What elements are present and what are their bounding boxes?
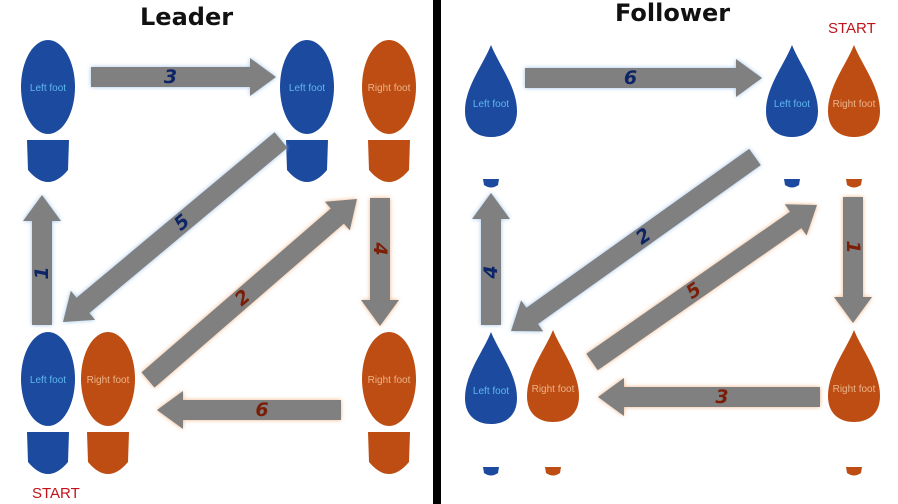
follower-step-6-arrow: 6: [525, 59, 762, 97]
leader-right-foot-bottom-middle-label: Right foot: [87, 375, 130, 386]
leader-left-foot-top-middle: Left foot: [280, 40, 334, 182]
follower-heel-mark-2: [784, 179, 800, 188]
leader-step-3-arrow: 3: [91, 58, 276, 96]
follower-heel-mark-6: [846, 467, 862, 476]
follower-step-6-arrow-shape: [525, 59, 762, 97]
leader-right-foot-top-right-sole: [362, 40, 416, 134]
follower-step-4-arrow-number: 4: [480, 265, 502, 279]
leader-left-foot-top-middle-heel: [286, 140, 328, 182]
leader-left-foot-top-left-heel: [27, 140, 69, 182]
follower-step-3-arrow-number: 3: [715, 386, 728, 408]
leader-left-foot-top-left-label: Left foot: [30, 83, 66, 94]
follower-right-foot-bottom-middle: Right foot: [527, 330, 579, 422]
follower-heel-mark-4: [483, 467, 499, 476]
follower-heel-mark-5: [545, 467, 561, 476]
leader-left-foot-top-middle-label: Left foot: [289, 83, 325, 94]
leader-left-foot-top-middle-sole: [280, 40, 334, 134]
leader-left-foot-top-left: Left foot: [21, 40, 75, 182]
leader-step-1-arrow-shape: [23, 195, 61, 325]
follower-right-foot-top-right: Right foot: [828, 45, 880, 137]
follower-left-foot-bottom-left-toe: [465, 332, 517, 424]
leader-step-3-arrow-shape: [91, 58, 276, 96]
follower-step-4-arrow-shape: [472, 193, 510, 325]
leader-title: Leader: [140, 3, 234, 31]
follower-right-foot-top-right-label: Right foot: [833, 99, 876, 110]
follower-start-label: START: [828, 20, 876, 37]
leader-step-5-arrow-shape: [63, 132, 288, 322]
leader-left-foot-bottom-left: Left foot: [21, 332, 75, 474]
leader-left-foot-bottom-left-sole: [21, 332, 75, 426]
leader-right-foot-bottom-right-label: Right foot: [368, 375, 411, 386]
follower-right-foot-top-right-toe: [828, 45, 880, 137]
leader-step-4-arrow-number: 4: [369, 241, 391, 255]
follower-left-foot-top-left: Left foot: [465, 45, 517, 137]
follower-left-foot-top-left-toe: [465, 45, 517, 137]
follower-step-4-arrow: 4: [472, 193, 510, 325]
leader-left-foot-bottom-left-heel: [27, 432, 69, 474]
follower-left-foot-top-middle-toe: [766, 45, 818, 137]
follower-step-1-arrow: 1: [834, 197, 872, 323]
leader-right-foot-bottom-middle-sole: [81, 332, 135, 426]
leader-step-6-arrow: 6: [157, 391, 341, 429]
leader-step-1-arrow: 1: [23, 195, 61, 325]
leader-right-foot-top-right-label: Right foot: [368, 83, 411, 94]
leader-right-foot-bottom-right: Right foot: [362, 332, 416, 474]
leader-start-label: START: [32, 485, 80, 502]
follower-right-foot-bottom-right-label: Right foot: [833, 384, 876, 395]
leader-left-foot-bottom-left-label: Left foot: [30, 375, 66, 386]
follower-step-1-arrow-shape: [834, 197, 872, 323]
follower-left-foot-top-left-label: Left foot: [473, 99, 509, 110]
leader-step-4-arrow: 4: [361, 198, 399, 326]
follower-left-foot-bottom-left: Left foot: [465, 332, 517, 424]
follower-right-foot-bottom-middle-toe: [527, 330, 579, 422]
leader-step-6-arrow-number: 6: [255, 399, 268, 421]
leader-step-2-arrow-shape: [141, 199, 357, 388]
leader-step-6-arrow-shape: [157, 391, 341, 429]
leader-right-foot-top-right: Right foot: [362, 40, 416, 182]
follower-right-foot-bottom-right-toe: [828, 330, 880, 422]
follower-title: Follower: [615, 0, 731, 27]
leader-right-foot-bottom-right-heel: [368, 432, 410, 474]
follower-right-foot-bottom-right: Right foot: [828, 330, 880, 422]
follower-step-5-arrow-shape: [586, 204, 817, 371]
leader-right-foot-bottom-middle: Right foot: [81, 332, 135, 474]
follower-left-foot-bottom-left-label: Left foot: [473, 386, 509, 397]
follower-step-1-arrow-number: 1: [842, 240, 864, 253]
leader-right-foot-top-right-heel: [368, 140, 410, 182]
leader-step-1-arrow-number: 1: [31, 266, 53, 279]
follower-heel-mark-1: [483, 179, 499, 188]
follower-left-foot-top-middle: Left foot: [766, 45, 818, 137]
leader-step-4-arrow-shape: [361, 198, 399, 326]
follower-step-3-arrow-shape: [598, 378, 820, 416]
follower-left-foot-top-middle-label: Left foot: [774, 99, 810, 110]
leader-right-foot-bottom-middle-heel: [87, 432, 129, 474]
follower-step-6-arrow-number: 6: [624, 67, 637, 89]
panel-divider: [433, 0, 441, 504]
follower-right-foot-bottom-middle-label: Right foot: [532, 384, 575, 395]
follower-step-5-arrow: 5: [586, 204, 817, 371]
follower-step-3-arrow: 3: [598, 378, 820, 416]
follower-heel-mark-3: [846, 179, 862, 188]
follower-step-2-arrow: 2: [511, 148, 761, 332]
leader-left-foot-top-left-sole: [21, 40, 75, 134]
leader-step-3-arrow-number: 3: [164, 66, 177, 88]
follower-step-2-arrow-shape: [511, 148, 761, 332]
leader-right-foot-bottom-right-sole: [362, 332, 416, 426]
